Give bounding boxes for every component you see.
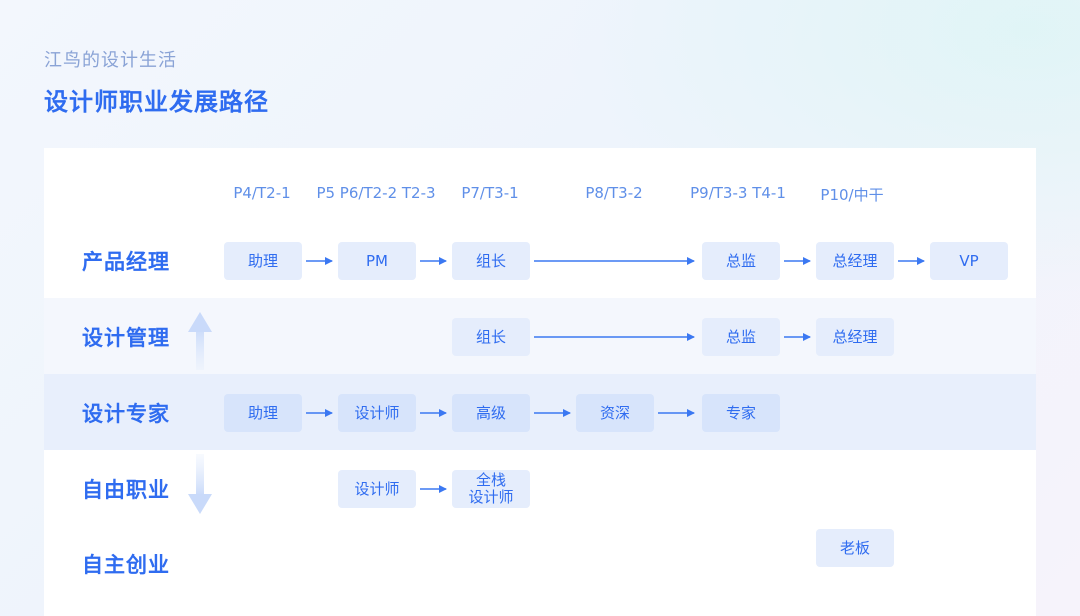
node-pm-director: 总监 — [702, 242, 780, 280]
level-p10: P10/中干 — [820, 186, 884, 204]
page-title: 设计师职业发展路径 — [44, 88, 269, 116]
node-freelance-fullstack-line1: 全栈 — [475, 471, 506, 489]
level-p7: P7/T3-1 — [461, 184, 519, 202]
career-path-diagram: P4/T2-1 P5 P6/T2-2 T2-3 P7/T3-1 P8/T3-2 … — [44, 148, 1036, 616]
node-expert-staff: 资深 — [576, 394, 654, 432]
node-expert-specialist: 专家 — [702, 394, 780, 432]
node-startup-boss: 老板 — [816, 529, 894, 567]
track-design-expert: 设计专家 — [82, 402, 170, 426]
node-mgmt-director: 总监 — [702, 318, 780, 356]
down-arrow-icon — [188, 454, 212, 514]
track-startup: 自主创业 — [82, 553, 170, 577]
node-pm-gm: 总经理 — [816, 242, 894, 280]
connector-arrows — [188, 257, 925, 514]
node-freelance-designer: 设计师 — [338, 470, 416, 508]
node-expert-senior: 高级 — [452, 394, 530, 432]
node-expert-assistant: 助理 — [224, 394, 302, 432]
level-p8: P8/T3-2 — [585, 184, 643, 202]
level-p5-p6: P5 P6/T2-2 T2-3 — [316, 184, 436, 202]
node-freelance-fullstack: 全栈 设计师 — [452, 470, 530, 508]
node-expert-designer: 设计师 — [338, 394, 416, 432]
up-arrow-icon — [188, 312, 212, 370]
track-freelance: 自由职业 — [82, 478, 170, 502]
node-pm-assistant: 助理 — [224, 242, 302, 280]
level-p4: P4/T2-1 — [233, 184, 291, 202]
node-mgmt-gm: 总经理 — [816, 318, 894, 356]
node-freelance-fullstack-line2: 设计师 — [468, 488, 514, 506]
row-band-design-expert — [44, 374, 1036, 450]
node-pm-pm: PM — [338, 242, 416, 280]
track-design-management: 设计管理 — [82, 326, 170, 350]
node-mgmt-lead: 组长 — [452, 318, 530, 356]
node-pm-lead: 组长 — [452, 242, 530, 280]
node-pm-vp: VP — [930, 242, 1008, 280]
brand-label: 江鸟的设计生活 — [44, 50, 177, 71]
level-p9: P9/T3-3 T4-1 — [690, 184, 786, 202]
track-product-manager: 产品经理 — [82, 250, 170, 274]
